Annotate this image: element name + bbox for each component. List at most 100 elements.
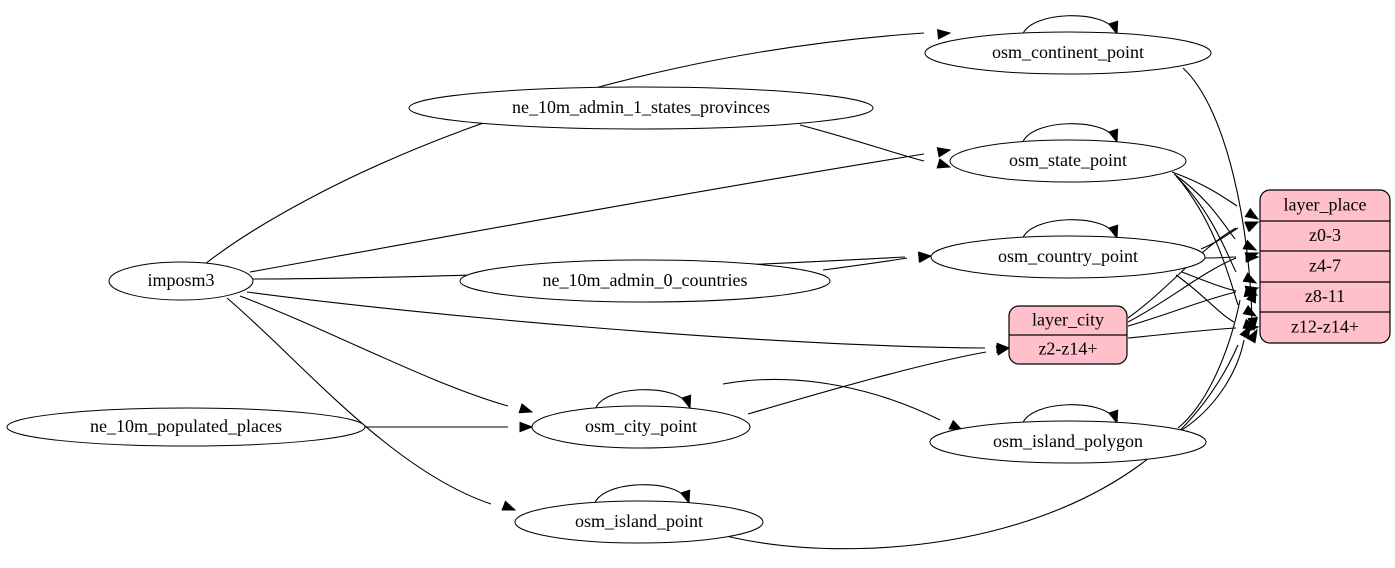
node-label: ne_10m_populated_places [90,416,282,436]
edge-path [1173,173,1236,240]
record-box-background [1259,189,1391,344]
node-osm_island_point[interactable]: osm_island_point [514,500,764,544]
edge-path [1127,291,1237,327]
edge-path [722,378,941,421]
edge-imposm3-to-osm_state_point [249,147,952,273]
node-ne_10m_admin_1_states_provinces[interactable]: ne_10m_admin_1_states_provinces [408,86,874,130]
edge-ne_10m_populated_places-to-osm_city_point [366,421,534,433]
record-row-layer_place_title[interactable]: layer_place [1284,195,1367,215]
arrow-head-icon [681,394,692,410]
edge-path [1127,257,1237,323]
record-node-layer_place[interactable]: layer_place z0-3 z4-7 z8-11 z12-z14+ [1259,189,1391,344]
node-label: osm_city_point [585,416,697,436]
node-osm_city_point[interactable]: osm_city_point [531,405,751,449]
arrow-head-icon [501,500,517,511]
edge-layer_city-to-layer_place_z8_11 [1127,285,1260,327]
edge-osm_island_point-to-osm_island_polygon [722,378,964,431]
edge-path [747,351,987,415]
record-row-layer_place_z8_11[interactable]: z8-11 [1305,286,1345,306]
node-osm_state_point[interactable]: osm_state_point [949,139,1187,183]
edge-path [1175,175,1237,273]
node-shape-ellipse [949,139,1187,183]
edge-layer_city-to-layer_place_z12 [1127,322,1260,339]
arrow-head-icon [1242,272,1258,284]
edges-layer [204,15,1260,550]
nodes-layer: imposm3 ne_10m_populated_places ne_10m_adm… [6,31,1212,544]
arrow-head-icon [1239,324,1251,340]
edge-path [1177,299,1241,429]
node-shape-ellipse [108,261,254,301]
record-row-layer_place_z0_3[interactable]: z0-3 [1309,225,1341,245]
arrow-head-icon [518,403,534,414]
arrow-head-icon [1244,207,1260,220]
arrow-head-icon [680,489,691,505]
node-ne_10m_admin_0_countries[interactable]: ne_10m_admin_0_countries [459,259,831,303]
node-osm_island_polygon[interactable]: osm_island_polygon [929,420,1207,464]
edge-osm_island_point-to-layer_place_z12 [725,324,1251,550]
record-row-layer_city_z2[interactable]: z2-z14+ [1038,339,1097,359]
edge-imposm3-to-osm_city_point [239,295,534,414]
edge-osm_island_polygon-to-layer_place_z8_11 [1177,288,1257,429]
arrow-head-icon [995,345,1011,356]
arrow-head-icon [936,147,952,158]
node-osm_continent_point[interactable]: osm_continent_point [924,31,1212,75]
edge-path [1127,227,1237,319]
node-label: imposm3 [147,270,214,290]
node-shape-ellipse [459,259,831,303]
edge-path [239,295,509,407]
node-osm_country_point[interactable]: osm_country_point [930,235,1206,279]
edge-path [1200,227,1239,250]
edge-path [1204,256,1237,259]
node-ne_10m_populated_places[interactable]: ne_10m_populated_places [6,407,366,447]
edge-path [725,344,1239,550]
edge-path [246,291,986,349]
arrow-head-icon [1108,20,1119,36]
edge-osm_island_point-to-osm_island_point [593,484,691,506]
records-layer: layer_city z2-z14+ layer_place z0-3 z4-7 z8-1… [1008,189,1391,365]
node-shape-ellipse [514,500,764,544]
edge-osm_island_polygon-to-osm_island_polygon [1021,404,1119,426]
edge-path [1171,171,1238,207]
node-label: osm_state_point [1009,150,1127,170]
edge-path [226,297,492,505]
arrow-head-icon [917,252,933,264]
record-row-layer_place_z12[interactable]: z12-z14+ [1291,317,1359,337]
arrow-head-icon [1244,221,1260,233]
node-label: ne_10m_admin_0_countries [543,270,748,290]
edge-osm_state_point-to-layer_place_z4_7 [1173,173,1258,251]
edge-path [799,124,925,162]
arrow-head-icon [1242,304,1258,317]
edge-path [1181,339,1245,431]
arrow-head-icon [937,29,952,40]
edge-path [1181,271,1237,292]
node-label: osm_country_point [998,246,1138,266]
edge-osm_state_point-to-layer_place_z8_11 [1175,175,1258,284]
edge-path [1177,177,1239,306]
arrow-head-icon [1246,288,1257,304]
edge-path [1175,274,1235,323]
node-shape-ellipse [531,405,751,449]
node-imposm3[interactable]: imposm3 [108,261,254,301]
arrow-head-icon [1108,409,1119,425]
arrow-head-icon [1244,252,1260,263]
edge-path [1127,327,1237,339]
edge-path [1182,67,1253,323]
edge-path [822,257,908,271]
node-shape-ellipse [930,235,1206,279]
edge-osm_city_point-to-layer_city [747,345,1011,415]
edge-osm_continent_point-to-osm_continent_point [1021,15,1119,37]
node-shape-ellipse [408,86,874,130]
record-row-layer_place_z4_7[interactable]: z4-7 [1309,256,1341,276]
arrow-head-icon [519,421,534,433]
record-row-layer_city_title[interactable]: layer_city [1032,310,1104,330]
edge-osm_state_point-to-layer_place_z12 [1177,177,1258,317]
node-label: osm_continent_point [992,42,1144,62]
record-node-layer_city[interactable]: layer_city z2-z14+ [1008,305,1128,365]
node-label: osm_island_point [575,511,703,531]
node-label: ne_10m_admin_1_states_provinces [512,97,770,117]
edge-ne_10m_admin_0_countries-to-osm_country_point [822,252,933,271]
edge-osm_country_point-to-osm_country_point [1021,219,1119,241]
arrow-head-icon [936,158,952,169]
